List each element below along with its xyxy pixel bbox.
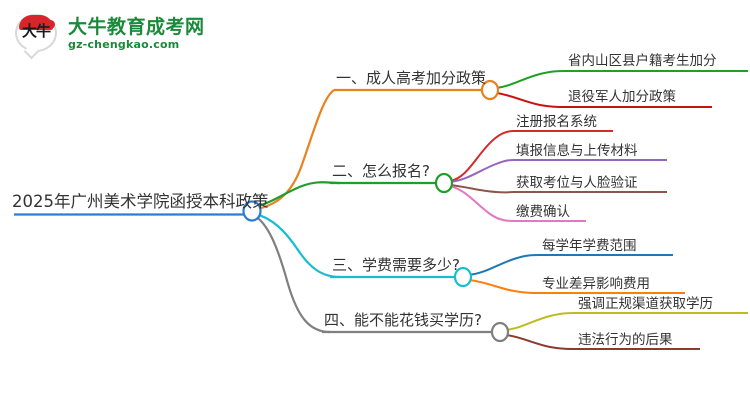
branch-3-child-2-label[interactable]: 专业差异影响费用 bbox=[542, 276, 650, 292]
connector-root-to-branch-3 bbox=[251, 211, 341, 279]
logo-mark-icon: 大牛 bbox=[14, 12, 60, 56]
red-dot-shape bbox=[46, 20, 55, 29]
connector-branch-3-child-2 bbox=[468, 279, 541, 294]
logo-url: gz-chengkao.com bbox=[68, 38, 180, 51]
branch-3-label[interactable]: 三、学费需要多少? bbox=[332, 256, 460, 274]
root-node-label[interactable]: 2025年广州美术学院函授本科政策 bbox=[12, 192, 269, 211]
connector-branch-1-child-1 bbox=[495, 70, 567, 89]
branch-2-label[interactable]: 二、怎么报名? bbox=[332, 162, 430, 180]
branch-4-label[interactable]: 四、能不能花钱买学历? bbox=[324, 311, 482, 329]
connector-branch-2-child-2 bbox=[449, 159, 515, 183]
branch-1-child-1-label[interactable]: 省内山区县户籍考生加分 bbox=[568, 53, 717, 69]
connector-branch-3-child-1 bbox=[468, 254, 541, 276]
branch-2-child-3-label[interactable]: 获取考位与人脸验证 bbox=[516, 175, 638, 191]
logo-title: 大牛教育成考网 bbox=[68, 16, 205, 38]
branch-3-child-1-label[interactable]: 每学年学费范围 bbox=[542, 238, 637, 254]
connector-branch-2-child-4 bbox=[449, 185, 515, 222]
connector-branch-2-child-1 bbox=[449, 130, 515, 182]
branch-3-node-circle[interactable] bbox=[453, 266, 473, 288]
site-logo: 大牛 大牛教育成考网 gz-chengkao.com bbox=[14, 8, 234, 60]
logo-mark-text: 大牛 bbox=[21, 22, 51, 40]
branch-2-child-1-label[interactable]: 注册报名系统 bbox=[516, 114, 597, 130]
red-cap-shape bbox=[19, 15, 53, 30]
branch-1-child-2-label[interactable]: 退役军人加分政策 bbox=[568, 89, 676, 105]
branch-2-node-circle[interactable] bbox=[434, 172, 454, 194]
logo-text-group: 大牛教育成考网 gz-chengkao.com bbox=[68, 16, 205, 52]
branch-4-node-circle[interactable] bbox=[490, 321, 510, 343]
connector-branch-4-child-2 bbox=[505, 334, 577, 350]
branch-1-node-circle[interactable] bbox=[480, 79, 500, 101]
connector-branch-1-child-2 bbox=[495, 92, 567, 108]
branch-2-child-4-label[interactable]: 缴费确认 bbox=[516, 204, 570, 220]
branch-4-child-1-label[interactable]: 强调正规渠道获取学历 bbox=[578, 296, 713, 312]
connector-branch-2-child-3 bbox=[449, 184, 515, 194]
connector-root-to-branch-4 bbox=[251, 213, 331, 334]
branch-2-child-2-label[interactable]: 填报信息与上传材料 bbox=[516, 143, 638, 159]
branch-1-label[interactable]: 一、成人高考加分政策 bbox=[336, 69, 487, 87]
connector-root-to-branch-2 bbox=[251, 181, 341, 210]
connector-root-to-branch-1 bbox=[251, 89, 335, 212]
branch-4-child-2-label[interactable]: 违法行为的后果 bbox=[578, 332, 673, 348]
connector-branch-4-child-1 bbox=[505, 312, 577, 331]
root-node-circle[interactable] bbox=[242, 200, 262, 222]
